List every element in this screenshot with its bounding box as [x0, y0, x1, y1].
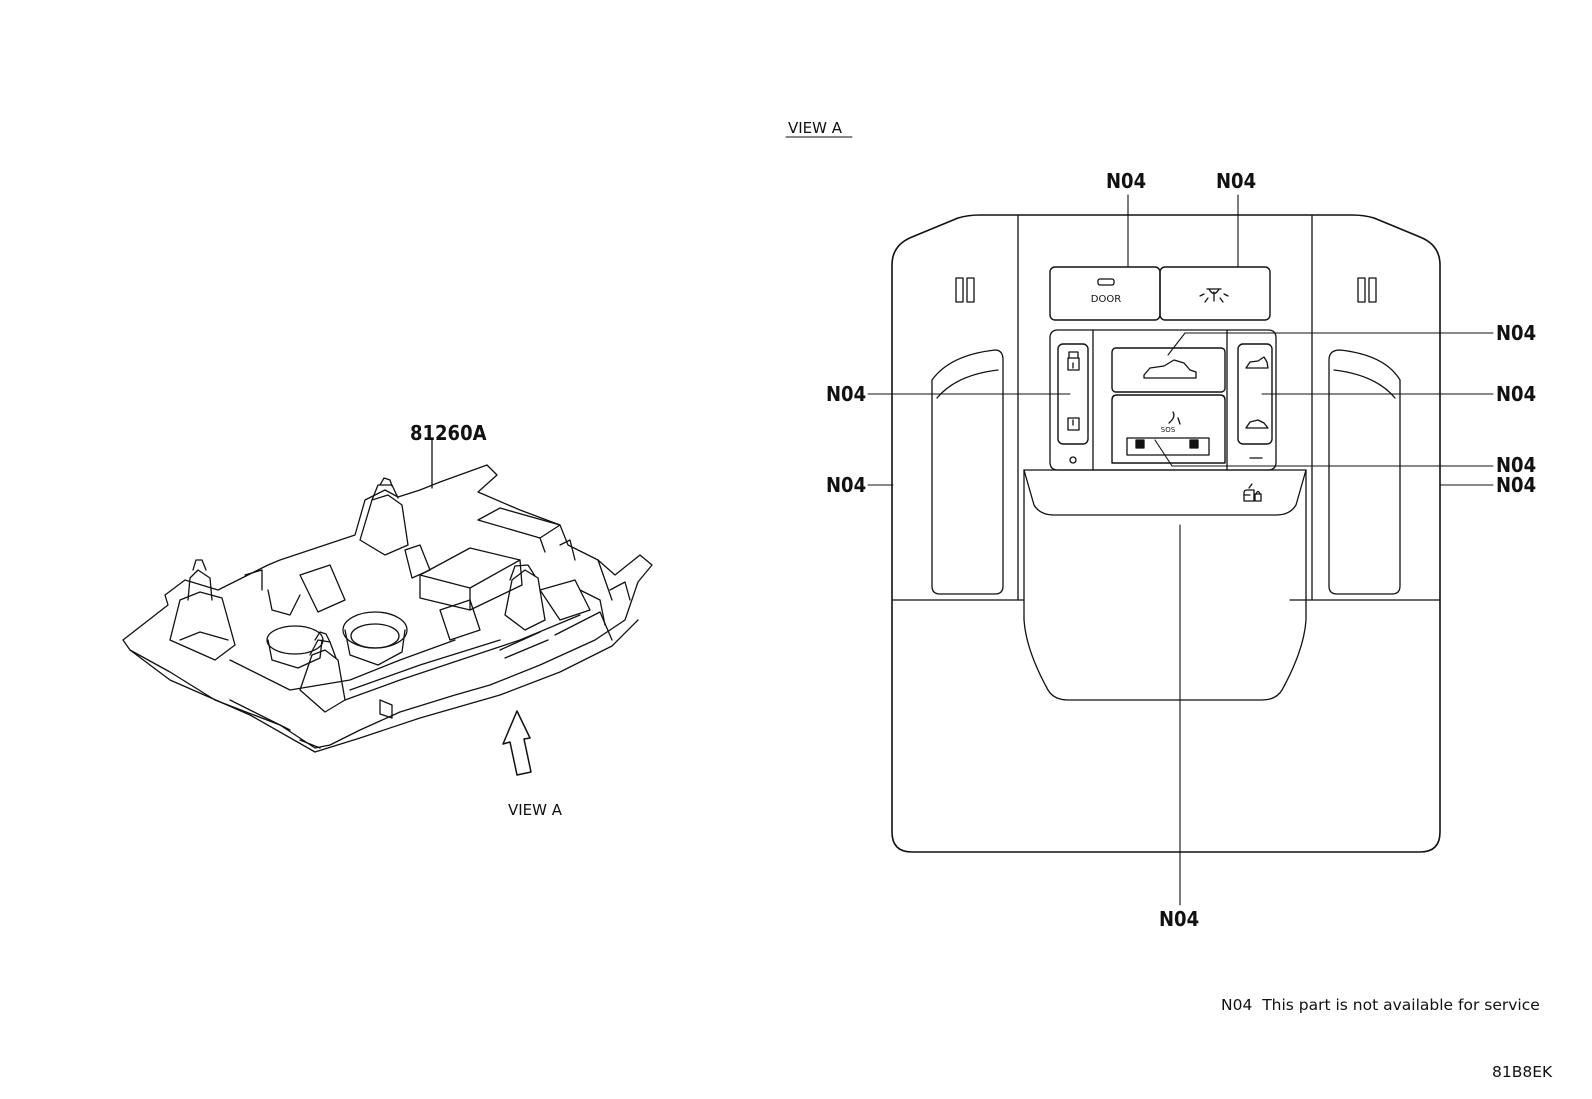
callout-n04-car-button: N04	[1496, 321, 1536, 345]
callout-n04-right-switch: N04	[1496, 382, 1536, 406]
legend-text: This part is not available for service	[1262, 996, 1540, 1014]
callout-n04-left-lamp: N04	[826, 473, 866, 497]
legend-code: N04	[1221, 996, 1253, 1014]
view-a-arrow	[502, 710, 532, 776]
diagram-id: 81B8EK	[1492, 1063, 1553, 1081]
callout-n04-tray: N04	[1159, 907, 1199, 931]
callout-n04-left-switch: N04	[826, 382, 866, 406]
callout-n04-right-lamp: N04	[1496, 473, 1536, 497]
view-a-panel	[785, 136, 1494, 906]
sos-switch-label: SOS	[1161, 426, 1176, 434]
door-switch-label: DOOR	[1091, 294, 1121, 305]
callout-n04-lamp: N04	[1216, 169, 1256, 193]
view-a-title: VIEW A	[788, 119, 843, 137]
part-number-label: 81260A	[410, 421, 487, 445]
view-a-arrow-label: VIEW A	[508, 801, 563, 819]
callout-n04-door: N04	[1106, 169, 1146, 193]
callout-n04-sos: N04	[1496, 453, 1536, 477]
overhead-console-assembly	[122, 439, 653, 776]
legend-note: N04 This part is not available for servi…	[1221, 996, 1540, 1014]
